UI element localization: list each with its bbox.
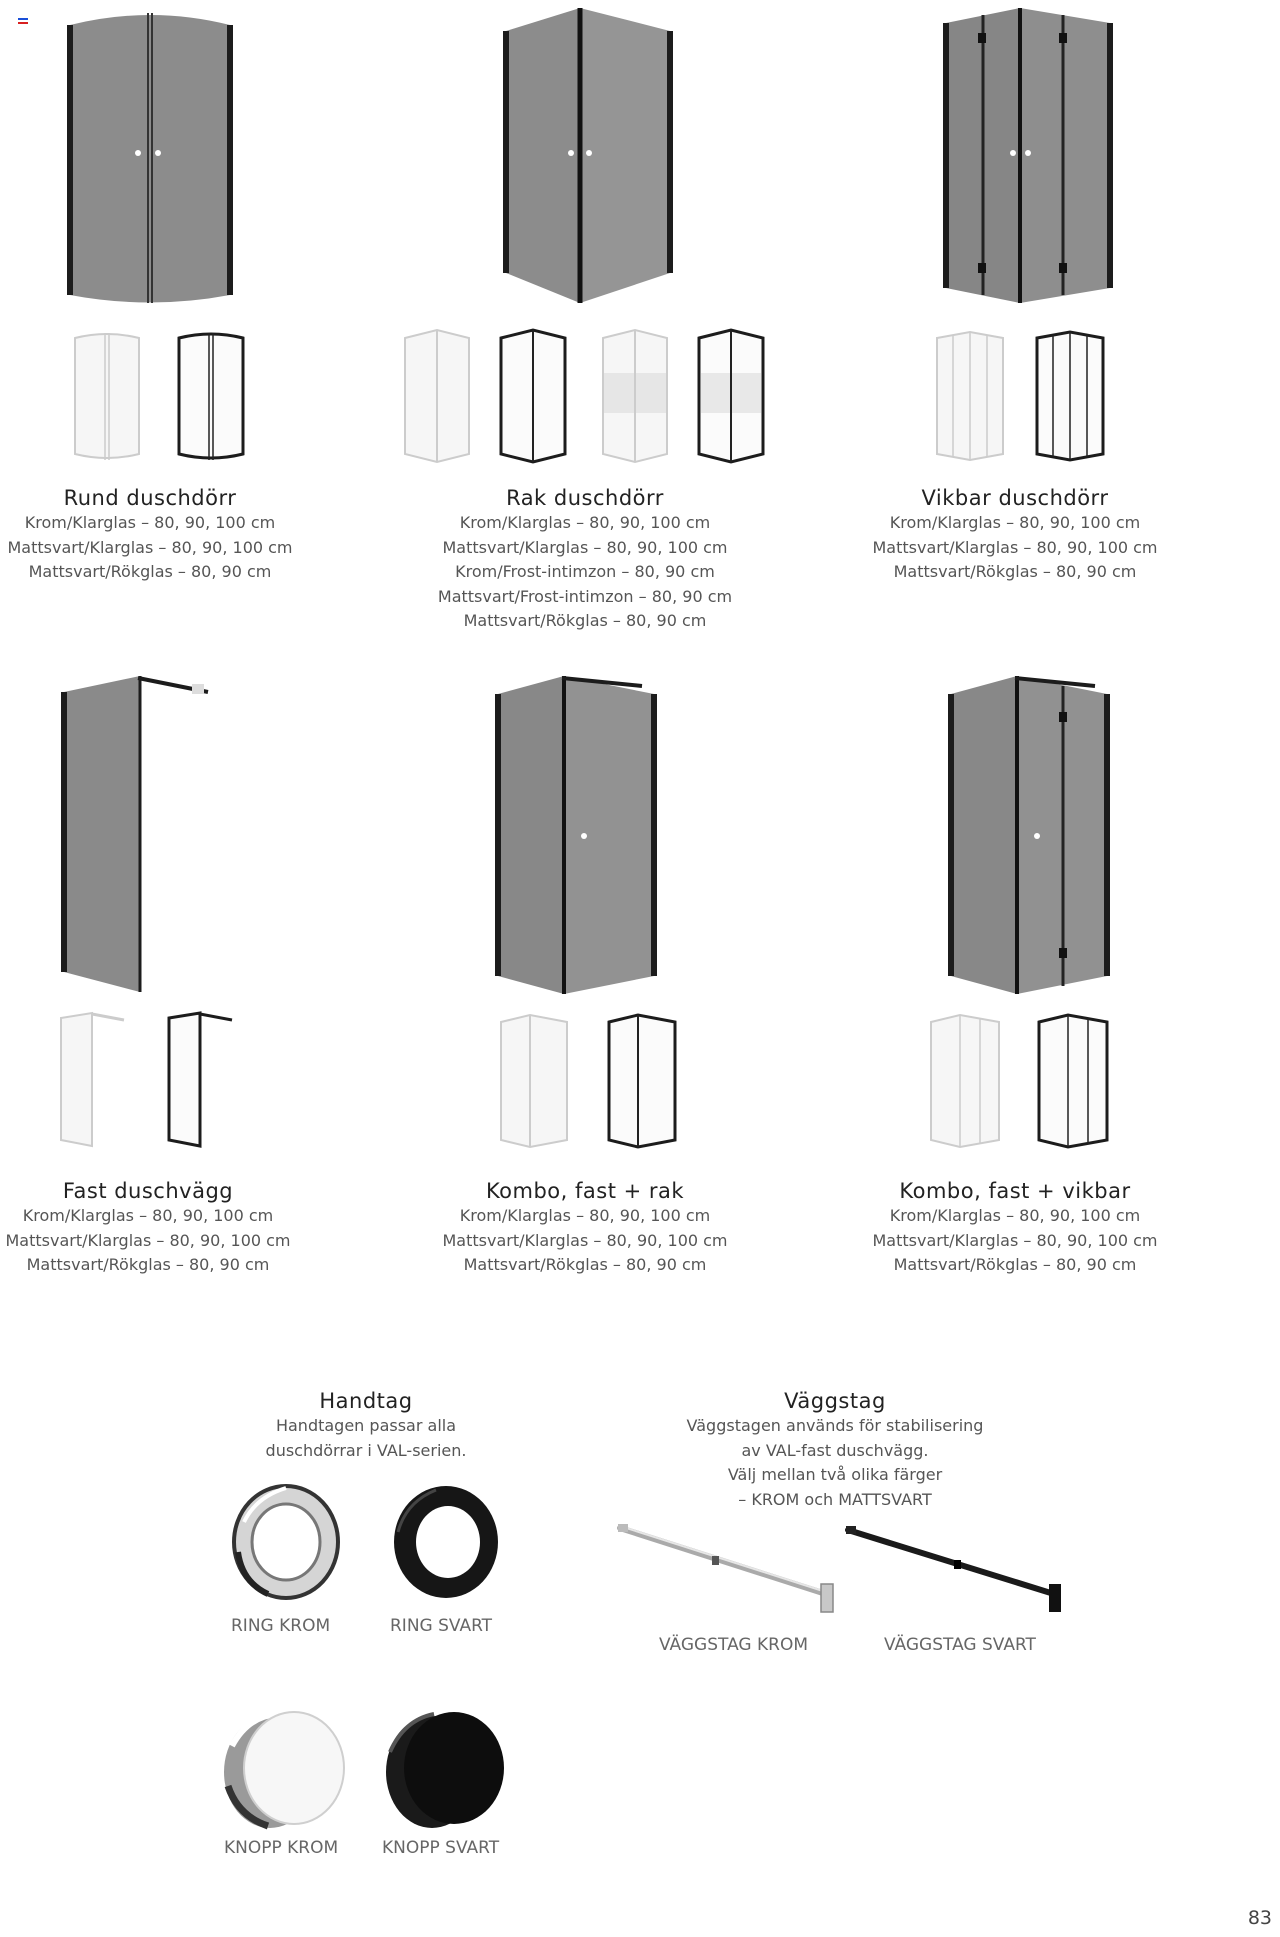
variant-line: Krom/Klarglas – 80, 90, 100 cm [459, 513, 711, 532]
variant-line: Mattsvart/Rökglas – 80, 90 cm [463, 1255, 707, 1274]
handtag-description: duschdörrar i VAL-serien. [265, 1440, 467, 1460]
product-vikbar-duschdorr: Vikbar duschdörr Krom/Klarglas – 80, 90,… [860, 485, 1170, 585]
product-kombo-fast-rak: Kombo, fast + rak Krom/Klarglas – 80, 90… [430, 1178, 740, 1278]
product-title: Kombo, fast + rak [485, 1179, 685, 1203]
variant-line: Mattsvart/Klarglas – 80, 90, 100 cm [872, 1230, 1158, 1250]
product-title: Fast duschvägg [62, 1179, 234, 1203]
product-rund-duschdorr: Rund duschdörr Krom/Klarglas – 80, 90, 1… [0, 485, 300, 585]
variant-line: Krom/Klarglas – 80, 90, 100 cm [889, 1206, 1141, 1225]
variant-line: Krom/Frost-intimzon – 80, 90 cm [455, 562, 715, 581]
vaggstag-description: Välj mellan två olika färger [727, 1465, 943, 1484]
product-title: Kombo, fast + vikbar [899, 1179, 1131, 1203]
vikbar-svart-thumbnail [1035, 330, 1105, 462]
rak-duschdorr-image [503, 8, 673, 303]
variant-line: Mattsvart/Rökglas – 80, 90 cm [893, 562, 1137, 581]
product-title: Rak duschdörr [506, 486, 664, 510]
handtag-title: Handtag [319, 1389, 413, 1413]
fast-krom-thumbnail [60, 1011, 125, 1148]
knopp-svart-image [386, 1712, 504, 1828]
rak-frost-krom-thumbnail [602, 328, 668, 464]
product-rak-duschdorr: Rak duschdörr Krom/Klarglas – 80, 90, 10… [410, 485, 760, 634]
vaggstag-svart-image [845, 1526, 1061, 1612]
rund-svart-thumbnail [177, 332, 245, 460]
vaggstag-svart-label: VÄGGSTAG SVART [884, 1635, 1036, 1655]
kombo-fast-vikbar-image [948, 676, 1110, 994]
variant-line: Mattsvart/Klarglas – 80, 90, 100 cm [442, 537, 728, 557]
handtag-description: Handtagen passar alla [275, 1416, 457, 1435]
kombo-rak-svart-thumbnail [607, 1013, 677, 1149]
rak-frost-svart-thumbnail [697, 328, 765, 464]
rak-svart-thumbnail [499, 328, 567, 464]
ring-krom-image [232, 1484, 340, 1600]
variant-line: Mattsvart/Klarglas – 80, 90, 100 cm [5, 1230, 291, 1250]
kombo-fast-rak-image [495, 676, 657, 994]
variant-line: Mattsvart/Rökglas – 80, 90 cm [893, 1255, 1137, 1274]
vaggstag-section: Väggstag Väggstagen används för stabilis… [670, 1388, 1000, 1512]
vaggstag-title: Väggstag [784, 1389, 886, 1413]
vikbar-duschdorr-image [943, 8, 1113, 303]
vaggstag-krom-image [617, 1524, 834, 1613]
page-number: 83 [1247, 1907, 1272, 1929]
variant-line: Krom/Klarglas – 80, 90, 100 cm [24, 513, 276, 532]
vikbar-krom-thumbnail [936, 330, 1004, 462]
vaggstag-krom-label: VÄGGSTAG KROM [659, 1635, 808, 1655]
fast-svart-thumbnail [167, 1011, 233, 1148]
product-title: Rund duschdörr [63, 486, 237, 510]
variant-line: Mattsvart/Rökglas – 80, 90 cm [463, 611, 707, 630]
menu-icon[interactable] [18, 18, 28, 26]
rak-krom-thumbnail [404, 328, 470, 464]
kombo-rak-krom-thumbnail [500, 1013, 568, 1149]
variant-line: Mattsvart/Frost-intimzon – 80, 90 cm [437, 586, 733, 606]
variant-line: Mattsvart/Klarglas – 80, 90, 100 cm [442, 1230, 728, 1250]
kombo-vikbar-krom-thumbnail [930, 1013, 1000, 1149]
vaggstag-description: av VAL-fast duschvägg. [741, 1440, 929, 1460]
knopp-krom-label: KNOPP KROM [224, 1838, 339, 1858]
knopp-krom-image [224, 1711, 345, 1830]
variant-line: Mattsvart/Klarglas – 80, 90, 100 cm [7, 537, 293, 557]
handtag-section: Handtag Handtagen passar alla duschdörra… [226, 1388, 506, 1463]
variant-line: Mattsvart/Rökglas – 80, 90 cm [26, 1255, 270, 1274]
vaggstag-description: – KROM och MATTSVART [738, 1489, 932, 1509]
vaggstag-description: Väggstagen används för stabilisering [686, 1416, 984, 1435]
ring-krom-label: RING KROM [231, 1616, 331, 1636]
variant-line: Krom/Klarglas – 80, 90, 100 cm [889, 513, 1141, 532]
variant-line: Krom/Klarglas – 80, 90, 100 cm [22, 1206, 274, 1225]
kombo-vikbar-svart-thumbnail [1037, 1013, 1109, 1149]
fast-duschvagg-image [61, 676, 209, 992]
product-title: Vikbar duschdörr [921, 486, 1109, 510]
product-fast-duschvagg: Fast duschvägg Krom/Klarglas – 80, 90, 1… [0, 1178, 296, 1278]
variant-line: Mattsvart/Rökglas – 80, 90 cm [28, 562, 272, 581]
variant-line: Krom/Klarglas – 80, 90, 100 cm [459, 1206, 711, 1225]
variant-line: Mattsvart/Klarglas – 80, 90, 100 cm [872, 537, 1158, 557]
ring-svart-image [394, 1486, 498, 1598]
ring-svart-label: RING SVART [390, 1616, 493, 1636]
rund-krom-thumbnail [74, 333, 140, 460]
product-kombo-fast-vikbar: Kombo, fast + vikbar Krom/Klarglas – 80,… [860, 1178, 1170, 1278]
rund-duschdorr-image [67, 13, 233, 303]
knopp-svart-label: KNOPP SVART [382, 1838, 500, 1858]
